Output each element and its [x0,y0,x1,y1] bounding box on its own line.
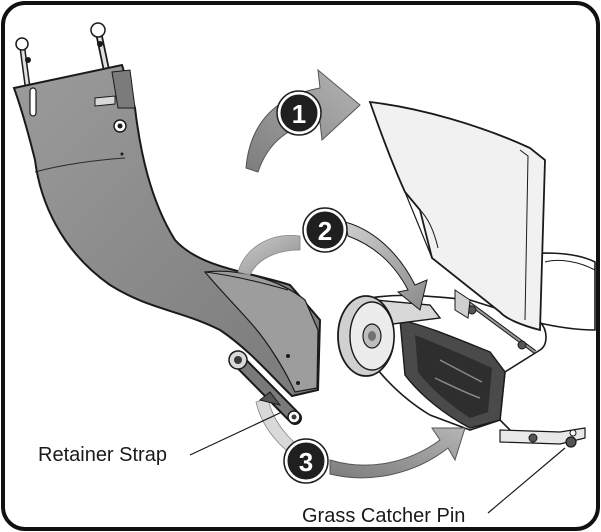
step-2-arrow [237,221,428,311]
step-3-number: 3 [299,447,313,477]
retainer-strap-label: Retainer Strap [38,444,167,466]
grass-catcher-pin [565,436,577,448]
retainer-strap [228,350,302,425]
rear-wheel [337,295,395,377]
retainer-strap-callout: Retainer Strap [38,411,283,466]
step-1-badge: 1 [276,90,322,136]
mower-body [359,252,596,448]
step-2-badge: 2 [302,207,348,253]
step-2-number: 2 [318,216,332,246]
rear-flap [368,100,546,354]
step-3-badge: 3 [283,438,329,484]
grass-chute [12,22,322,398]
step-1-number: 1 [292,99,306,129]
grass-catcher-pin-label: Grass Catcher Pin [302,505,465,527]
grass-catcher-pin-callout: Grass Catcher Pin [302,447,566,527]
